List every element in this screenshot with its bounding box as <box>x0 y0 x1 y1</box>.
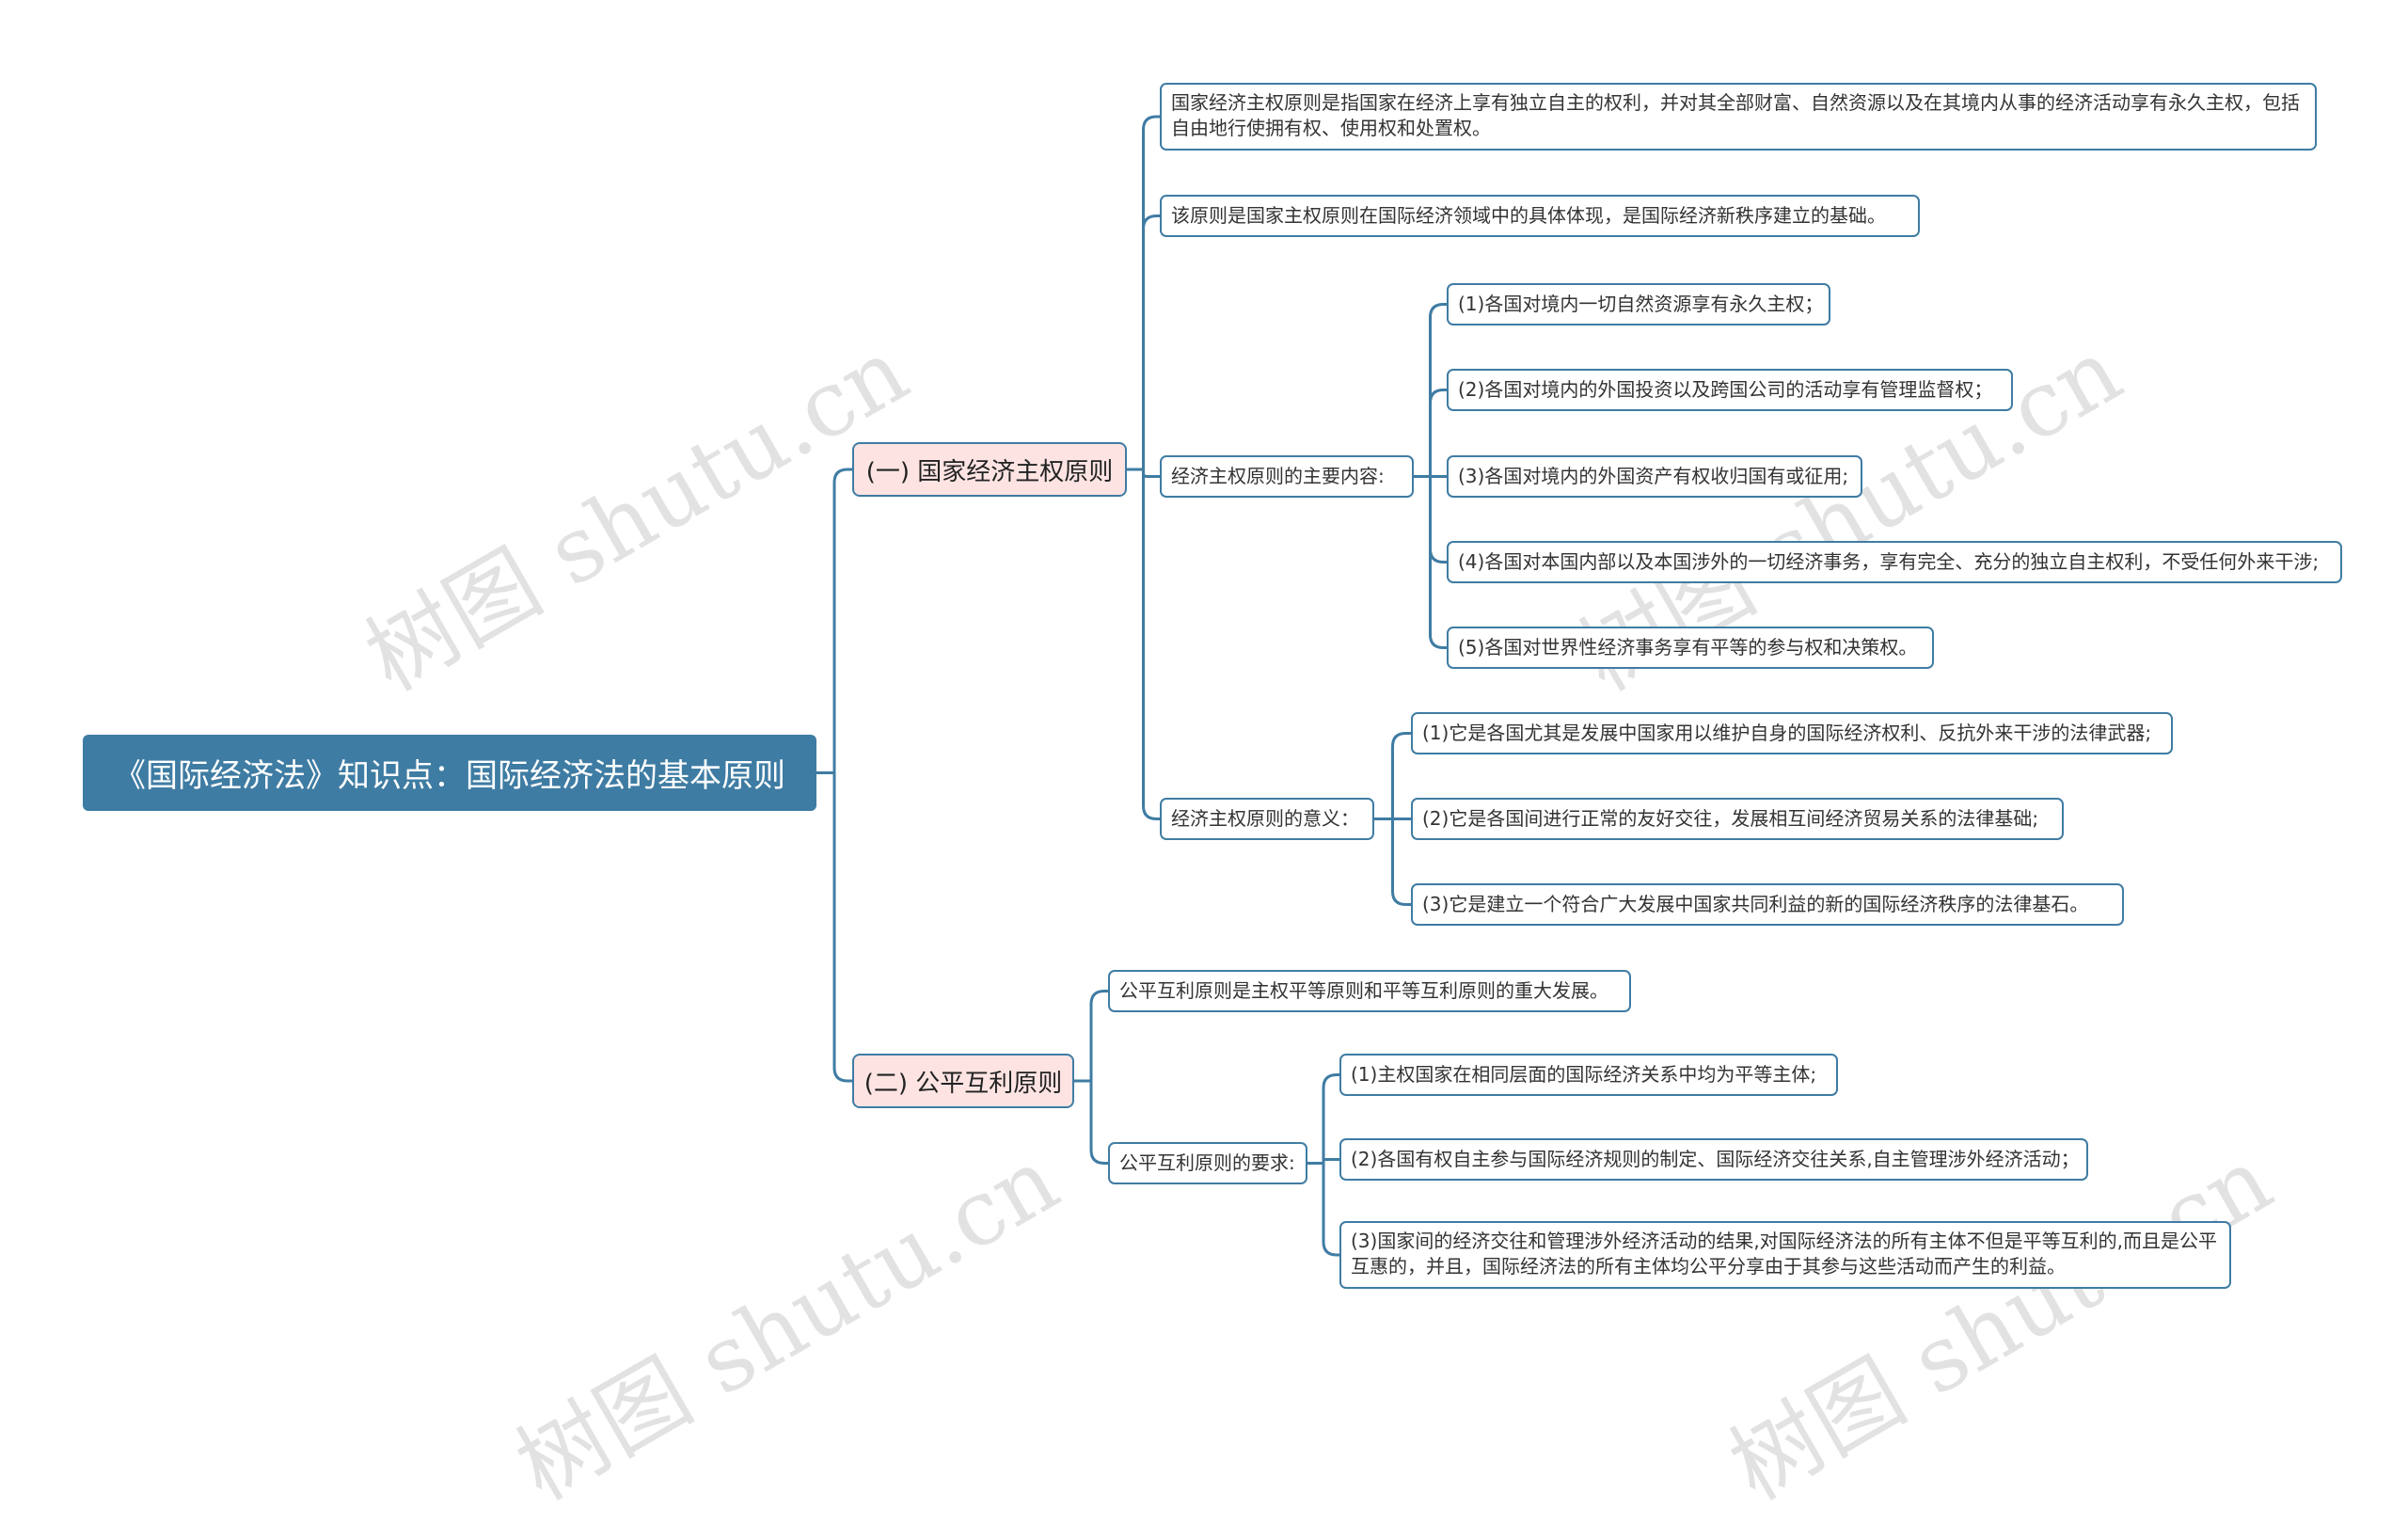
root-topic[interactable]: 《国际经济法》知识点：国际经济法的基本原则 <box>83 735 816 811</box>
requirement-item[interactable]: (3)国家间的经济交往和管理涉外经济活动的结果,对国际经济法的所有主体不但是平等… <box>1339 1221 2231 1289</box>
content-item[interactable]: (1)各国对境内一切自然资源享有永久主权； <box>1447 283 1830 325</box>
fairness-development-node[interactable]: 公平互利原则是主权平等原则和平等互利原则的重大发展。 <box>1108 970 1631 1012</box>
connector-line <box>1127 214 1160 471</box>
connector-line <box>1374 732 1411 820</box>
branch-fairness-mutual-benefit[interactable]: (二) 公平互利原则 <box>852 1054 1074 1108</box>
connector-line <box>816 771 852 1083</box>
connector-line <box>1374 818 1411 906</box>
connector-line <box>1307 1162 1339 1257</box>
definition-node[interactable]: 国家经济主权原则是指国家在经济上享有独立自主的权利，并对其全部财富、自然资源以及… <box>1160 83 2317 151</box>
content-item[interactable]: (2)各国对境内的外国投资以及跨国公司的活动享有管理监督权； <box>1447 369 2013 411</box>
connector-line <box>1127 468 1160 820</box>
branch-economic-sovereignty[interactable]: (一) 国家经济主权原则 <box>852 442 1127 497</box>
basis-node[interactable]: 该原则是国家主权原则在国际经济领域中的具体体现，是国际经济新秩序建立的基础。 <box>1160 195 1920 237</box>
connector-line <box>1127 115 1160 471</box>
significance-item[interactable]: (1)它是各国尤其是发展中国家用以维护自身的国际经济权利、反抗外来干涉的法律武器… <box>1411 712 2173 754</box>
connector-line <box>1307 1158 1339 1165</box>
connector-line <box>1074 1079 1108 1165</box>
requirement-item[interactable]: (1)主权国家在相同层面的国际经济关系中均为平等主体; <box>1339 1054 1838 1096</box>
connector-line <box>1414 389 1447 478</box>
content-item[interactable]: (5)各国对世界性经济事务享有平等的参与权和决策权。 <box>1447 627 1934 669</box>
connector-line <box>1074 990 1108 1083</box>
connector-line <box>1414 303 1447 478</box>
connector-line <box>1414 475 1447 649</box>
connector-line <box>816 468 852 774</box>
fairness-requirements-node[interactable]: 公平互利原则的要求: <box>1108 1142 1307 1184</box>
content-item[interactable]: (4)各国对本国内部以及本国涉外的一切经济事务，享有完全、充分的独立自主权利，不… <box>1447 541 2342 583</box>
significance-item[interactable]: (2)它是各国间进行正常的友好交往，发展相互间经济贸易关系的法律基础; <box>1411 798 2064 840</box>
connector-line <box>1307 1073 1339 1165</box>
significance-item[interactable]: (3)它是建立一个符合广大发展中国家共同利益的新的国际经济秩序的法律基石。 <box>1411 883 2124 926</box>
requirement-item[interactable]: (2)各国有权自主参与国际经济规则的制定、国际经济交往关系,自主管理涉外经济活动… <box>1339 1138 2088 1181</box>
content-item[interactable]: (3)各国对境内的外国资产有权收归国有或征用; <box>1447 455 1862 498</box>
connector-lines <box>816 115 1447 1257</box>
mind-map: 树图 shutu.cn 树图 shutu.cn 树图 shutu.cn 树图 s… <box>83 83 2342 1520</box>
significance-node[interactable]: 经济主权原则的意义： <box>1160 798 1374 840</box>
main-content-node[interactable]: 经济主权原则的主要内容: <box>1160 455 1414 498</box>
